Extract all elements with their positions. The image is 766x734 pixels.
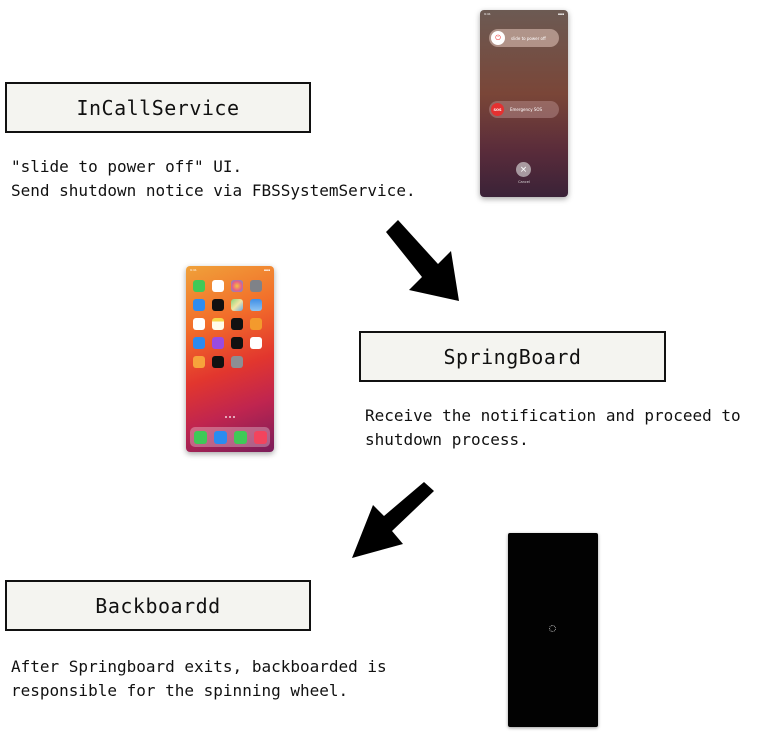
incallservice-description: "slide to power off" UI. Send shutdown n… <box>11 155 416 203</box>
sos-text: Emergency SOS <box>510 107 543 112</box>
backboardd-desc-line-2: responsible for the spinning wheel. <box>11 681 349 700</box>
emergency-sos-slider: SOS Emergency SOS <box>489 101 559 118</box>
health-icon <box>250 337 262 349</box>
backboardd-description: After Springboard exits, backboarded is … <box>11 655 387 703</box>
cancel-label: Cancel <box>518 180 530 184</box>
springboard-desc-line-1: Receive the notification and proceed to <box>365 406 741 425</box>
calendar-icon <box>212 280 224 292</box>
facetime-icon <box>193 280 205 292</box>
safari-icon <box>213 430 227 444</box>
maps-icon <box>231 299 243 311</box>
spinning-wheel-icon <box>549 625 556 632</box>
messages-icon <box>233 430 247 444</box>
backboardd-box: Backboardd <box>5 580 311 631</box>
incallservice-desc-line-1: "slide to power off" UI. <box>11 157 243 176</box>
app-store-icon <box>193 337 205 349</box>
music-icon <box>253 430 267 444</box>
cancel-icon: × <box>516 162 531 177</box>
springboard-box: SpringBoard <box>359 331 666 382</box>
clock-icon <box>212 299 224 311</box>
incallservice-box: InCallService <box>5 82 311 133</box>
page-dots <box>186 416 274 418</box>
tv-icon <box>231 337 243 349</box>
settings-icon <box>231 356 243 368</box>
home-screen-screenshot: 9:41▪▪▪ <box>186 266 274 452</box>
shutdown-screenshot <box>508 533 598 727</box>
power-icon: ⏻ <box>491 31 505 45</box>
phone-icon <box>193 430 207 444</box>
app-grid <box>193 280 269 368</box>
status-bar: 9:41▪▪▪ <box>190 268 270 272</box>
sos-badge: SOS <box>491 103 504 116</box>
incallservice-desc-line-2: Send shutdown notice via FBSSystemServic… <box>11 181 416 200</box>
dock <box>190 427 270 447</box>
stocks-icon <box>231 318 243 330</box>
podcasts-icon <box>212 337 224 349</box>
springboard-description: Receive the notification and proceed to … <box>365 404 741 452</box>
arrow-to-springboard <box>386 220 459 301</box>
reminders-icon <box>193 318 205 330</box>
status-bar: 9:41▪▪▪ <box>484 12 564 16</box>
photos-icon <box>231 280 243 292</box>
mail-icon <box>193 299 205 311</box>
power-off-screenshot: 9:41▪▪▪ ⏻ slide to power off SOS Emergen… <box>480 10 568 197</box>
springboard-desc-line-2: shutdown process. <box>365 430 529 449</box>
slide-to-power-off-slider: ⏻ slide to power off <box>489 29 559 47</box>
books-icon <box>250 318 262 330</box>
arrow-to-backboardd <box>352 482 434 558</box>
incallservice-label: InCallService <box>76 95 240 120</box>
springboard-label: SpringBoard <box>443 344 582 369</box>
notes-icon <box>212 318 224 330</box>
wallet-icon <box>212 356 224 368</box>
backboardd-label: Backboardd <box>95 593 221 618</box>
slider-text: slide to power off <box>511 35 546 41</box>
backboardd-desc-line-1: After Springboard exits, backboarded is <box>11 657 387 676</box>
camera-icon <box>250 280 262 292</box>
home-app-icon <box>193 356 205 368</box>
weather-icon <box>250 299 262 311</box>
